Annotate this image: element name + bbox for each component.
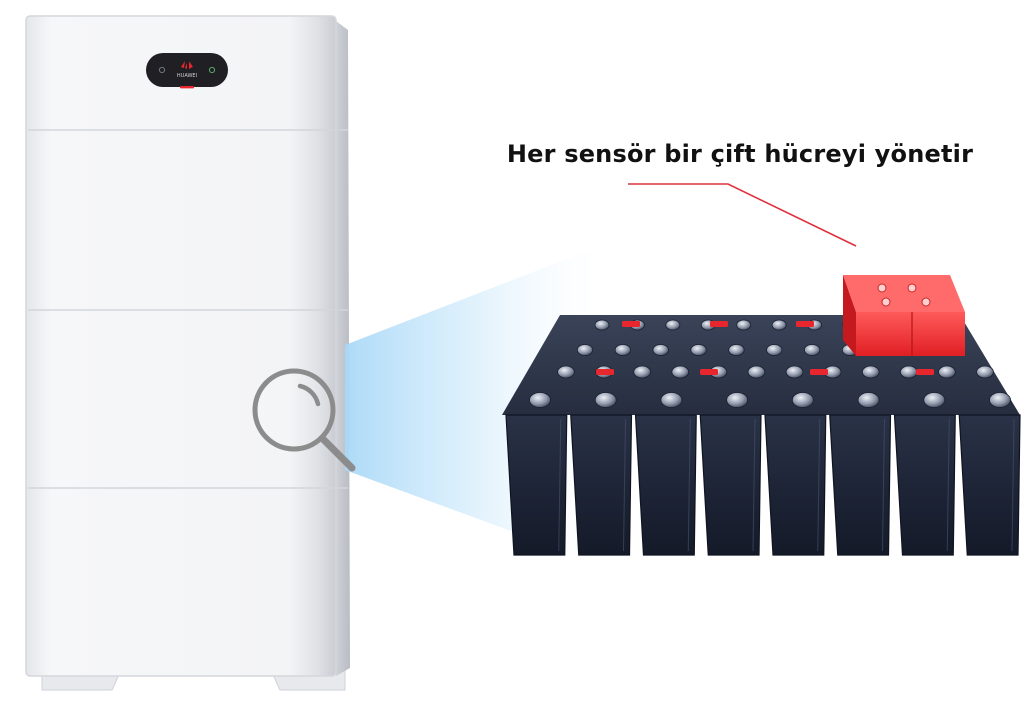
cell-terminal <box>736 319 752 331</box>
cell-edge-highlight <box>882 418 885 552</box>
cell-terminal <box>660 392 683 408</box>
cell-terminal <box>976 365 994 379</box>
cell-edge-highlight <box>623 418 626 552</box>
cell-terminal <box>861 365 880 379</box>
cell-terminal <box>923 392 946 408</box>
cell-terminal <box>728 344 745 356</box>
battery-cell <box>893 414 956 556</box>
highlight-top <box>843 275 965 312</box>
highlight-terminal <box>907 283 917 293</box>
cell-edge-highlight <box>817 418 821 552</box>
cell-terminal <box>857 392 880 408</box>
highlight-terminal <box>921 297 931 307</box>
cell-terminal <box>938 365 956 379</box>
cell-edge-highlight <box>946 418 950 552</box>
cell-terminal <box>771 319 787 331</box>
cell-terminal <box>594 392 617 408</box>
leader-line <box>628 183 857 247</box>
status-led <box>180 86 194 89</box>
highlight-side <box>843 275 856 356</box>
battery-cabinet: HUAWEI <box>25 15 350 691</box>
cabinet-body <box>25 15 337 677</box>
cell-terminal <box>633 365 651 379</box>
control-panel <box>146 53 228 87</box>
cell-terminal <box>785 365 804 379</box>
magnifier-icon <box>252 368 356 472</box>
highlight-terminal <box>877 283 887 293</box>
battery-cell <box>570 414 633 556</box>
sensor-strip <box>916 369 934 375</box>
highlight-terminal <box>881 297 891 307</box>
battery-cell <box>764 414 827 556</box>
sensor-strip <box>596 369 614 375</box>
sensor-strip <box>622 321 640 327</box>
cell-terminal <box>989 392 1011 408</box>
feature-caption: Her sensör bir çift hücreyi yönetir <box>506 140 974 168</box>
battery-cell <box>958 414 1021 556</box>
cell-terminal <box>747 365 766 379</box>
cell-terminal <box>726 392 749 408</box>
cell-terminal <box>529 392 551 408</box>
battery-cell <box>829 414 892 556</box>
battery-cell-pack <box>502 275 1021 556</box>
cell-edge-highlight <box>1011 418 1015 552</box>
sensor-strip <box>810 369 828 375</box>
cell-edge-highlight <box>687 418 691 552</box>
cell-edge-highlight <box>558 418 562 552</box>
indicator-right-icon <box>208 66 216 74</box>
cell-edge-highlight <box>752 418 756 552</box>
brand-wordmark: HUAWEI <box>177 73 197 79</box>
cell-front-row <box>505 414 1021 556</box>
battery-cell <box>505 414 568 556</box>
highlight-front <box>856 312 965 356</box>
cell-terminal <box>576 344 594 356</box>
huawei-logo-icon: HUAWEI <box>177 61 197 79</box>
cell-terminal <box>766 344 783 356</box>
cell-terminal <box>614 344 631 356</box>
sensor-strip <box>710 321 728 327</box>
cell-terminal <box>804 344 821 356</box>
cell-terminal <box>594 319 610 331</box>
sensor-strip <box>700 369 718 375</box>
cell-terminal <box>665 319 681 331</box>
sensor-strip <box>796 321 814 327</box>
highlighted-cell-pair <box>843 275 965 356</box>
cell-sensors <box>596 321 934 375</box>
battery-cell <box>699 414 762 556</box>
cell-terminal <box>671 365 690 379</box>
cell-terminal <box>557 365 575 379</box>
cell-terminal <box>900 365 918 379</box>
cell-terminal <box>791 392 814 408</box>
cell-terminal <box>652 344 669 356</box>
cell-terminal <box>690 344 707 356</box>
indicator-left-icon <box>158 66 166 74</box>
battery-cell <box>634 414 697 556</box>
